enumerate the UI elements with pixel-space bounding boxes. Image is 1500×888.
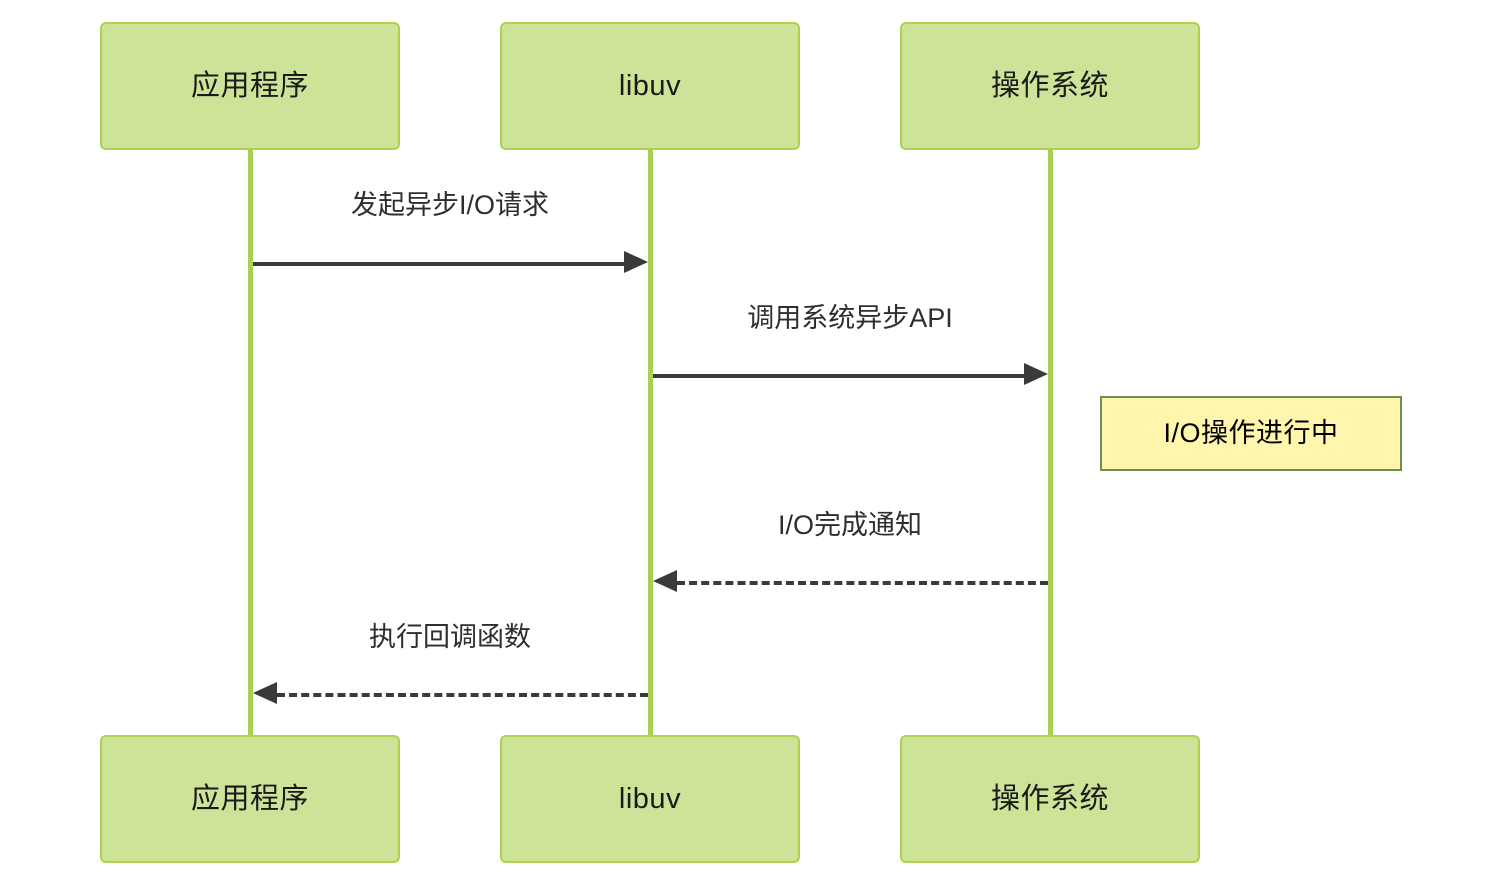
participant-box-app-top[interactable]: 应用程序 <box>100 22 400 150</box>
message-label-2: 调用系统异步API <box>747 303 953 333</box>
message-line-4 <box>277 693 648 697</box>
participant-box-app-bottom[interactable]: 应用程序 <box>100 735 400 863</box>
participant-box-os-top[interactable]: 操作系统 <box>900 22 1200 150</box>
arrowhead-left-icon <box>253 682 277 704</box>
message-label-4: 执行回调函数 <box>369 622 531 652</box>
participant-box-libuv-bottom[interactable]: libuv <box>500 735 800 863</box>
arrowhead-left-icon <box>653 570 677 592</box>
message-label-1: 发起异步I/O请求 <box>350 190 550 220</box>
message-label-3: I/O完成通知 <box>777 510 923 540</box>
arrowhead-right-icon <box>1024 363 1048 385</box>
message-line-1 <box>253 262 624 266</box>
participant-box-libuv-top[interactable]: libuv <box>500 22 800 150</box>
lifeline-app <box>248 150 253 735</box>
note-io-in-progress[interactable]: I/O操作进行中 <box>1100 396 1402 471</box>
message-line-2 <box>653 374 1024 378</box>
participant-box-os-bottom[interactable]: 操作系统 <box>900 735 1200 863</box>
lifeline-libuv <box>648 150 653 735</box>
arrowhead-right-icon <box>624 251 648 273</box>
message-line-3 <box>677 581 1048 585</box>
lifeline-os <box>1048 150 1053 735</box>
